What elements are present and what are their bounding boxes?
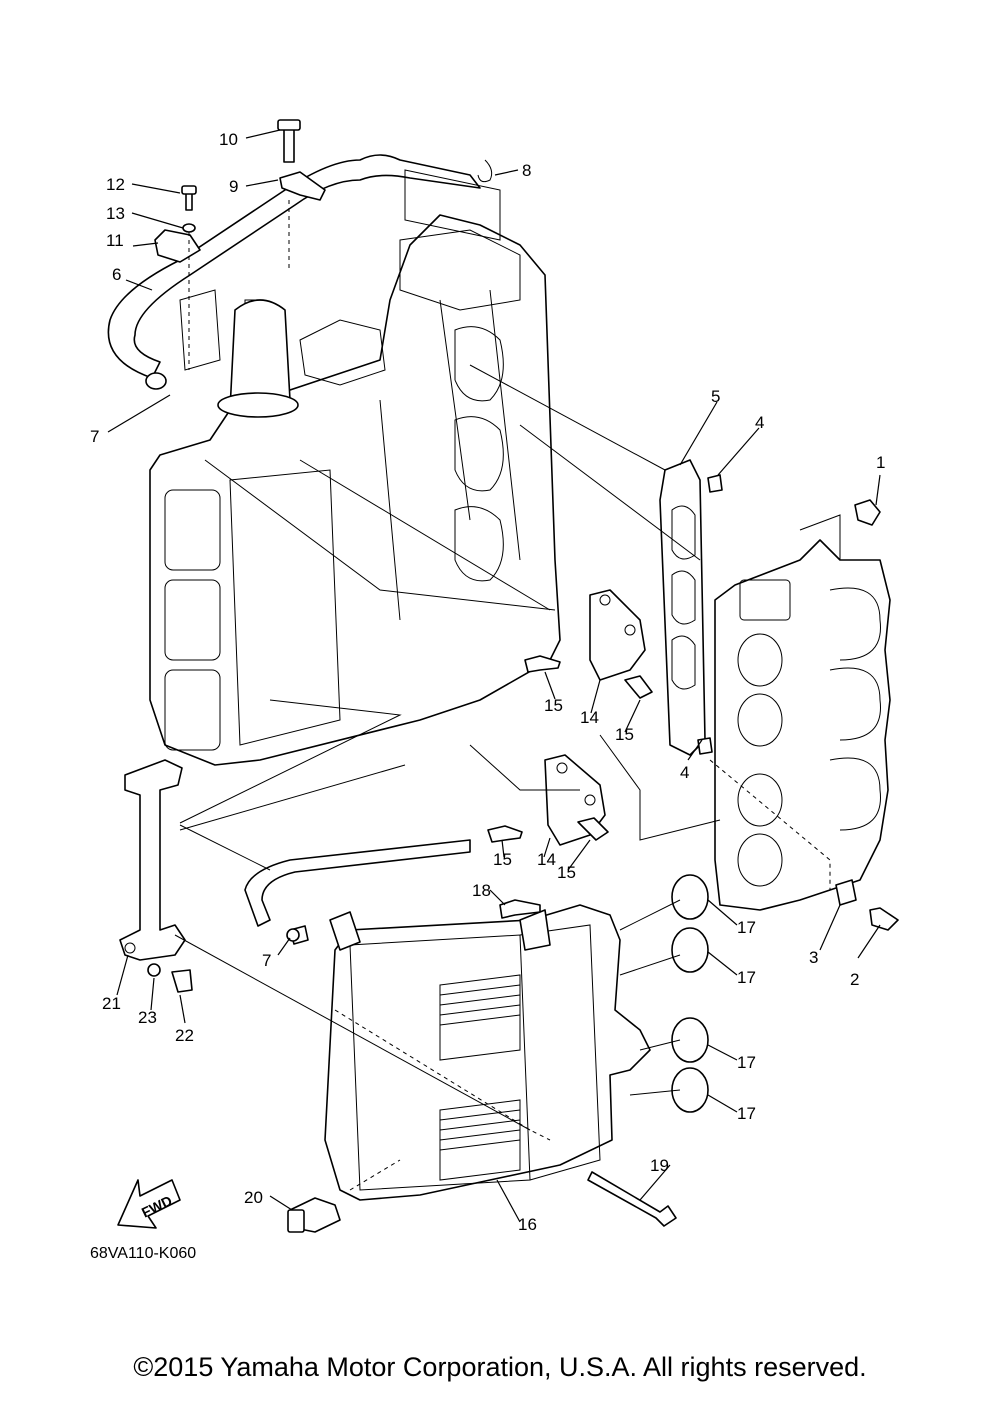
callout-labels: 1 2 3 4 4 5 6 7 7 8 9 10 11 12 13 14 14 … (90, 130, 885, 1234)
callout-6: 6 (112, 265, 121, 284)
callout-7-upper: 7 (90, 427, 99, 446)
callout-22: 22 (175, 1026, 194, 1045)
callout-16: 16 (518, 1215, 537, 1234)
intake-gasket (659, 459, 723, 756)
callout-13: 13 (106, 204, 125, 223)
callout-23: 23 (138, 1008, 157, 1027)
callout-1: 1 (876, 453, 885, 472)
callout-21: 21 (102, 994, 121, 1013)
callout-12: 12 (106, 175, 125, 194)
o-rings (671, 874, 709, 1113)
callout-5: 5 (711, 387, 720, 406)
diagram-code: 68VA110-K060 (90, 1245, 196, 1262)
callout-20: 20 (244, 1188, 263, 1207)
fasteners-lower (287, 899, 677, 1233)
hose-assembly (107, 119, 501, 390)
assembly-lines (174, 364, 841, 1191)
callout-11: 11 (106, 231, 124, 250)
intake-manifold (714, 499, 899, 931)
bracket-upper (524, 589, 653, 699)
callout-15-d: 15 (557, 863, 576, 882)
callout-4-lower: 4 (680, 763, 689, 782)
callout-17-b: 17 (737, 968, 756, 987)
callout-7-lower: 7 (262, 951, 271, 970)
callout-15-c: 15 (493, 850, 512, 869)
callout-14-upper: 14 (580, 708, 599, 727)
callout-8: 8 (522, 161, 531, 180)
fwd-arrow: FWD (117, 1179, 181, 1229)
callout-14-lower: 14 (537, 850, 556, 869)
callout-18: 18 (472, 881, 491, 900)
callout-19: 19 (650, 1156, 669, 1175)
bracket-lower (487, 754, 609, 846)
copyright-notice: ©2015 Yamaha Motor Corporation, U.S.A. A… (133, 1352, 867, 1382)
leader-lines (107, 129, 881, 1223)
support-plate (119, 759, 193, 993)
engine-block (149, 214, 561, 766)
callout-2: 2 (850, 970, 859, 989)
callout-15-a: 15 (544, 696, 563, 715)
intake-silencer (289, 904, 651, 1201)
callout-10: 10 (219, 130, 238, 149)
callout-17-d: 17 (737, 1104, 756, 1123)
callout-9: 9 (229, 177, 238, 196)
callout-3: 3 (809, 948, 818, 967)
lower-hose (244, 839, 471, 942)
callout-15-b: 15 (615, 725, 634, 744)
callout-17-c: 17 (737, 1053, 756, 1072)
callout-4-upper: 4 (755, 413, 764, 432)
callout-17-a: 17 (737, 918, 756, 937)
